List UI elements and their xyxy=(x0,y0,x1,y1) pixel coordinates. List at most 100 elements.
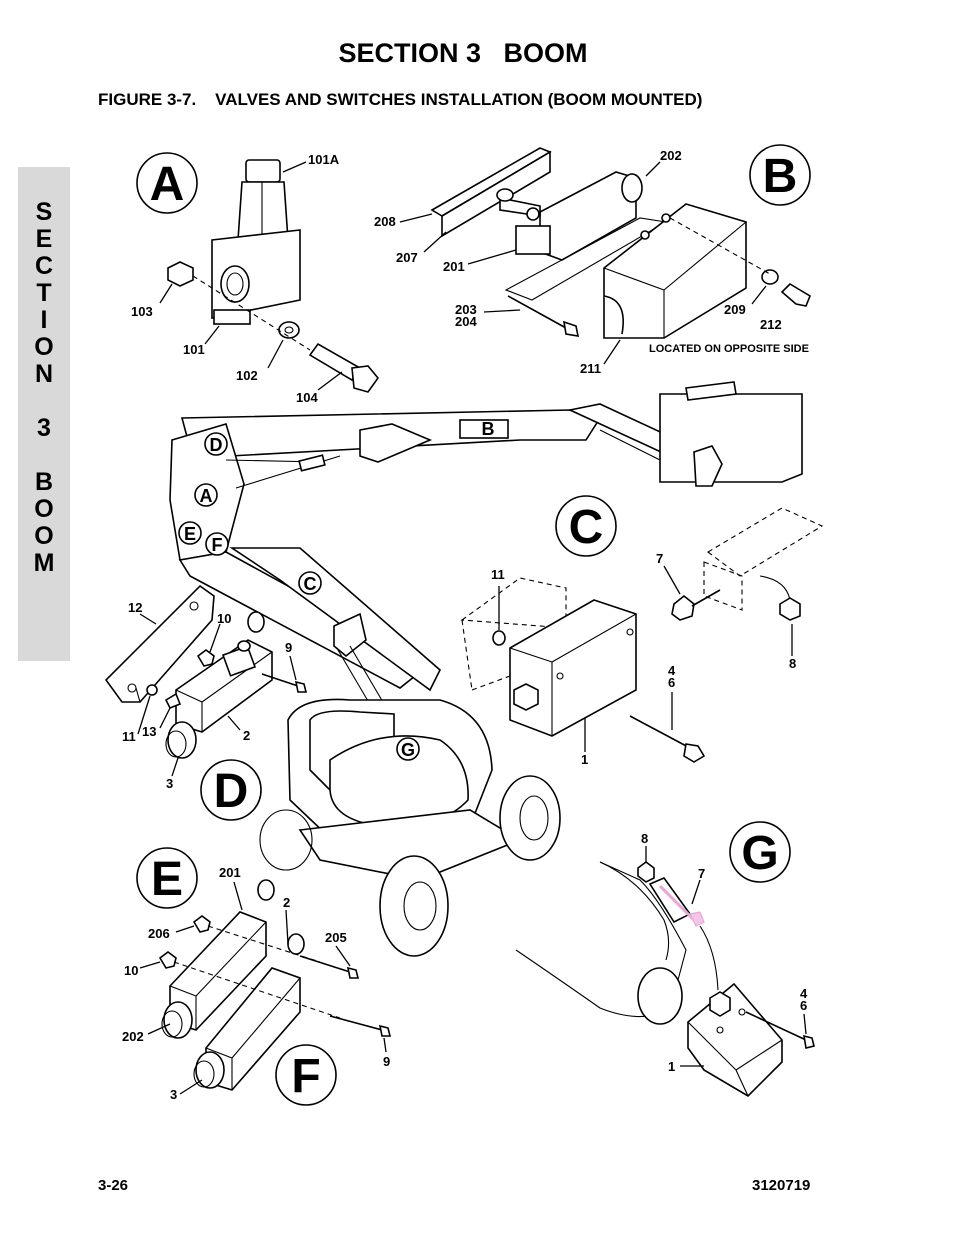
callout-6-g: 6 xyxy=(800,998,807,1013)
screw-9-e xyxy=(378,1024,392,1037)
boom-marker-e-circle xyxy=(178,521,202,545)
page-number: 3-26 xyxy=(98,1177,129,1194)
callout-204: 204 xyxy=(455,314,477,329)
view-b-letter: B xyxy=(763,150,798,203)
bolt-212 xyxy=(780,282,811,307)
view-a-illustration: A 101A 103 101 102 104 xyxy=(131,152,380,405)
callout-206: 206 xyxy=(148,926,170,941)
figure-title: FIGURE 3-7. VALVES AND SWITCHES INSTALLA… xyxy=(98,90,703,109)
bracket-211 xyxy=(603,203,747,339)
callout-7-g: 7 xyxy=(698,866,705,881)
side-tab-letter: N xyxy=(34,360,54,388)
boom-marker-c: C xyxy=(304,574,317,594)
platform xyxy=(659,393,803,483)
view-g-circle xyxy=(729,821,791,883)
view-c-circle xyxy=(555,495,617,557)
callout-8-g: 8 xyxy=(641,831,648,846)
callout-4-c: 4 xyxy=(668,663,676,678)
side-tab-letter: C xyxy=(34,252,54,280)
callout-10-d: 10 xyxy=(217,611,231,626)
boom-marker-d-circle xyxy=(204,432,228,456)
side-tab-letter: O xyxy=(34,522,54,550)
boom-machine-overview: D A E F C G B xyxy=(169,381,803,957)
callout-3-d: 3 xyxy=(166,776,173,791)
side-tab-letter: I xyxy=(40,306,48,334)
view-c-letter: C xyxy=(569,501,604,554)
side-tab-letter: T xyxy=(36,279,52,307)
screw-13-d xyxy=(164,692,182,710)
view-a-letter: A xyxy=(150,158,185,211)
view-f-letter: F xyxy=(291,1050,320,1103)
side-tab-letter: S xyxy=(35,198,53,226)
callout-202-b: 202 xyxy=(660,148,682,163)
callout-10-e: 10 xyxy=(124,963,138,978)
view-g-illustration: G 8 7 4 6 1 xyxy=(515,821,815,1098)
valve-block-1-g xyxy=(687,982,783,1098)
callout-11-c: 11 xyxy=(491,567,505,582)
view-g-letter: G xyxy=(741,827,778,880)
side-tab-letter: O xyxy=(34,495,54,523)
callout-3-e: 3 xyxy=(170,1087,177,1102)
valve-block-1-c xyxy=(509,599,637,737)
callout-103: 103 xyxy=(131,304,153,319)
callout-2-d: 2 xyxy=(243,728,250,743)
view-c-illustration: C 11 7 8 4 6 1 xyxy=(460,495,824,767)
callout-209: 209 xyxy=(724,302,746,317)
document-number: 3120719 xyxy=(752,1177,811,1194)
section-side-tab: S E C T I O N 3 B O O M xyxy=(18,167,70,661)
callout-201-b: 201 xyxy=(443,259,465,274)
boom-marker-g-circle xyxy=(396,737,420,761)
side-tab-letter: B xyxy=(34,468,54,496)
frame-hole xyxy=(637,967,683,1025)
view-a-circle xyxy=(136,152,198,214)
side-tab-letter: O xyxy=(34,333,54,361)
callout-101a: 101A xyxy=(308,152,340,167)
washer-11-c xyxy=(492,630,506,646)
screw-205 xyxy=(346,966,360,979)
washer-102 xyxy=(278,321,300,339)
callout-104: 104 xyxy=(296,390,318,405)
boom-marker-b-box xyxy=(459,419,509,439)
callout-207: 207 xyxy=(396,250,418,265)
side-tab-letter: E xyxy=(35,225,53,253)
callout-11-d: 11 xyxy=(122,729,136,744)
view-d-letter: D xyxy=(214,765,249,818)
boom-bracket xyxy=(359,423,433,463)
callout-4-g: 4 xyxy=(800,986,808,1001)
callout-203: 203 xyxy=(455,302,477,317)
nut-103 xyxy=(167,261,194,287)
nut-10-d xyxy=(196,649,215,667)
view-b-illustration: B 202 208 207 xyxy=(374,144,811,376)
note-opposite-side: LOCATED ON OPPOSITE SIDE xyxy=(649,343,809,355)
bolt-7-c xyxy=(671,594,695,621)
wheel-front xyxy=(379,855,449,957)
callout-201-e: 201 xyxy=(219,865,241,880)
callout-101: 101 xyxy=(183,342,205,357)
screw-9-d xyxy=(294,680,308,693)
fitting-cap xyxy=(245,159,281,183)
view-e-circle xyxy=(136,847,198,909)
callout-2-e: 2 xyxy=(283,895,290,910)
callout-1-g: 1 xyxy=(668,1059,675,1074)
side-tab-letter: M xyxy=(33,549,55,577)
view-d-illustration: D 12 10 9 11 13 2 3 xyxy=(104,584,308,821)
boom-marker-d: D xyxy=(210,435,223,455)
callout-12: 12 xyxy=(128,600,142,615)
boom-marker-f-circle xyxy=(205,532,229,556)
switch-201 xyxy=(515,225,551,255)
boom-marker-a: A xyxy=(200,486,213,506)
boom-marker-e: E xyxy=(184,524,196,544)
mount-flange xyxy=(213,309,251,325)
view-d-circle xyxy=(200,759,262,821)
fitting-hex xyxy=(237,181,289,241)
callout-208: 208 xyxy=(374,214,396,229)
boom-marker-b: B xyxy=(482,419,495,439)
callout-9-e: 9 xyxy=(383,1054,390,1069)
connector-3-f xyxy=(195,1051,225,1089)
boom-marker-a-circle xyxy=(194,483,218,507)
connector-202-e xyxy=(163,1001,193,1039)
view-f-circle xyxy=(275,1044,337,1106)
view-e-letter: E xyxy=(151,853,183,906)
nut-10-e xyxy=(158,951,177,969)
